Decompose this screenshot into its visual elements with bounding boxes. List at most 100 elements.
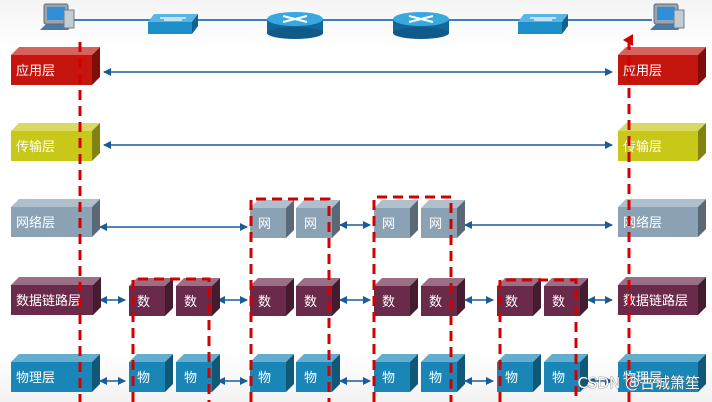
layer-box-right-physical-top [618,354,706,362]
switch-side [192,14,198,34]
block-network-2 [374,200,418,238]
block-network-3-side [457,200,465,238]
block-physical-0-side [165,354,173,392]
block-network-3-top [421,200,465,208]
block-physical-6-side [533,354,541,392]
block-datalink-4-top [374,278,418,286]
layer-box-right-transport-top [618,123,706,131]
block-label-physical-6: 物 [505,371,518,386]
block-network-1-front [296,208,332,238]
block-label-network-0: 网 [258,217,271,232]
block-datalink-2-side [286,278,294,316]
block-datalink-6 [497,278,541,316]
block-network-0 [250,200,294,238]
router-arrows [282,15,308,23]
layer-box-left-network-side [92,199,100,237]
block-datalink-4-front [374,286,410,316]
block-datalink-1-side [212,278,220,316]
layer-box-right-transport-front [618,131,698,161]
block-datalink-4 [374,278,418,316]
block-label-datalink-7: 数 [552,295,565,310]
layer-label-right-physical: 物理层 [623,371,662,386]
block-label-network-1: 网 [304,217,317,232]
block-physical-1 [176,354,220,392]
path-switch-1 [131,277,211,402]
block-label-datalink-4: 数 [382,295,395,310]
computer-tower [673,9,685,29]
block-physical-0-front [129,362,165,392]
layer-box-left-physical-top [11,354,100,362]
block-label-physical-2: 物 [258,371,271,386]
block-physical-5-top [421,354,465,362]
layer-box-right-application-side [698,47,706,85]
block-datalink-6-front [497,286,533,316]
block-label-datalink-0: 数 [137,295,150,310]
block-physical-2-top [250,354,294,362]
block-physical-3 [296,354,340,392]
device-blocks: 网网网网数数数数数数数数物物物物物物物物 [129,200,588,392]
switch-arrows [530,17,556,21]
layer-box-right-datalink-front [618,285,698,315]
layer-box-right-network-side [698,199,706,237]
block-datalink-7 [544,278,588,316]
data-path-dashes [78,34,633,402]
block-datalink-4-side [410,278,418,316]
layer-box-right-network [618,199,706,237]
block-physical-4-side [410,354,418,392]
block-datalink-2-top [250,278,294,286]
router-icon [267,12,323,39]
path-router-1 [249,197,331,402]
block-physical-6-front [497,362,533,392]
computer-icon [650,3,685,30]
layer-box-right-transport-side [698,123,706,161]
block-datalink-3 [296,278,340,316]
device-row [40,3,685,39]
watermark-group: CSDN @古城箫笙 [577,374,700,393]
link-arrows [99,68,613,385]
block-network-0-front [250,208,286,238]
block-datalink-0-front [129,286,165,316]
block-label-network-2: 网 [382,217,395,232]
computer-icon [40,3,75,30]
layer-box-left-datalink-top [11,277,101,285]
block-network-0-top [250,200,294,208]
block-physical-6 [497,354,541,392]
block-datalink-2-front [250,286,286,316]
block-physical-4 [374,354,418,392]
layer-box-right-datalink [618,277,706,315]
computer-screen [657,7,675,20]
layer-box-right-application [618,47,706,85]
switch-side [562,14,568,34]
layer-box-right-physical [618,354,706,392]
block-datalink-6-side [533,278,541,316]
block-label-physical-1: 物 [184,371,197,386]
block-physical-3-front [296,362,332,392]
layer-box-right-physical-side [698,354,706,392]
layer-box-left-network-top [11,199,100,207]
block-physical-5-side [457,354,465,392]
switch-front [518,22,562,34]
block-datalink-3-front [296,286,332,316]
switch-front [148,22,192,34]
block-label-datalink-2: 数 [258,295,271,310]
layer-box-left-transport-side [92,123,100,161]
block-label-physical-0: 物 [137,371,150,386]
layer-box-right-datalink-side [698,277,706,315]
block-datalink-1-front [176,286,212,316]
block-network-2-front [374,208,410,238]
layer-box-right-network-top [618,199,706,207]
block-label-datalink-3: 数 [304,295,317,310]
block-physical-0-top [129,354,173,362]
block-datalink-7-side [580,278,588,316]
block-physical-2 [250,354,294,392]
layer-label-right-application: 应用层 [623,63,662,79]
block-network-1 [296,200,340,238]
layer-label-left-network: 网络层 [16,215,55,231]
switch-arrows [160,17,186,21]
layer-box-right-network-front [618,207,698,237]
layer-label-right-network: 网络层 [623,215,662,231]
block-datalink-0 [129,278,173,316]
block-physical-4-top [374,354,418,362]
layer-box-right-datalink-top [618,277,706,285]
